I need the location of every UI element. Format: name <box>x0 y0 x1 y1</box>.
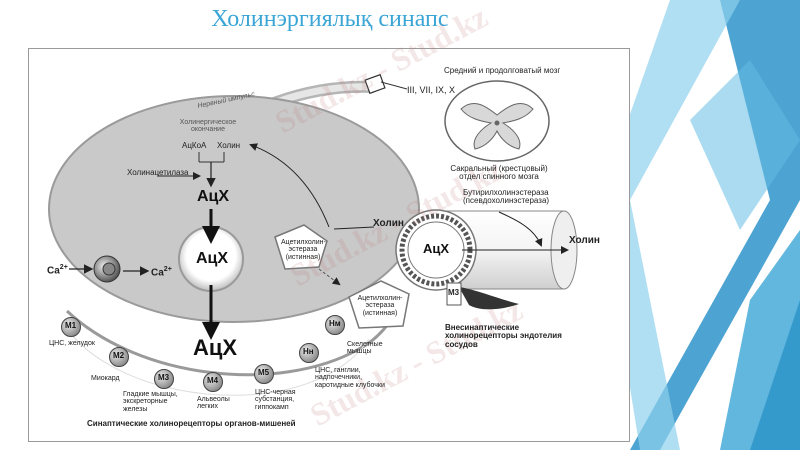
cholinergic-ending-label: Холинергическое окончание <box>179 119 237 134</box>
receptor-m2-desc: Миокард <box>91 375 120 382</box>
synapse-diagram: Stud.kz - Stud.kz Stud.kz - Stud.kz Stud… <box>28 0 630 442</box>
slide-title: Холинэргиялық синапс <box>211 6 449 32</box>
ach-label-1: АцХ <box>197 188 230 205</box>
ache-true-label-2: Ацетилхолин-эстераза (истинная) <box>357 295 403 317</box>
blood-vessel <box>395 209 578 291</box>
butyryl-label: Бутирилхолинэстераза (псевдохолинэстераз… <box>463 188 550 206</box>
choline-acetylase-label: Холинацетилаза <box>127 168 189 177</box>
receptor-m1-desc: ЦНС, желудок <box>49 340 95 347</box>
receptor-nn-desc: ЦНС, ганглии, надпочечники, каротидные к… <box>315 367 385 389</box>
receptor-m5: M5 <box>254 364 274 384</box>
choline-mid-label: Холин <box>373 218 404 229</box>
receptor-m4: M4 <box>203 372 223 392</box>
ach-vesicle-label: АцХ <box>196 250 229 267</box>
receptor-m3-desc: Гладкие мышцы, экскреторные железы <box>123 391 178 413</box>
receptor-nn: Нн <box>299 343 319 363</box>
ach-vessel-label: АцХ <box>423 241 450 256</box>
presynaptic-terminal <box>48 95 420 323</box>
decorative-panel <box>600 0 800 450</box>
diagram-caption: Синаптические холинорецепторы органов-ми… <box>87 419 296 428</box>
diagram-drawing <box>48 73 578 396</box>
sacral-label: Сакральный (крестцовый) отдел спинного м… <box>450 164 548 182</box>
ca-out-label: Ca2+ <box>47 264 68 277</box>
receptor-m3: M3 <box>154 369 174 389</box>
receptor-m1: M1 <box>61 317 81 337</box>
receptor-m4-desc: Альвеолы легких <box>197 396 230 411</box>
m3-vessel-label: M3 <box>448 288 460 297</box>
ca-in-label: Ca2+ <box>151 266 172 279</box>
ach-released-label: АцХ <box>193 335 238 360</box>
m3-receptor-vessel <box>459 287 519 310</box>
ache-true-label-1: Ацетилхолин-эстераза (истинная) <box>281 239 326 261</box>
cranial-nerves-label: III, VII, IX, X <box>407 85 456 95</box>
ache-enzyme-2 <box>348 280 410 329</box>
extrasynaptic-label: Внесинаптические холинорецепторы эндотел… <box>445 323 562 349</box>
receptor-nm: Нм <box>325 315 345 335</box>
receptor-nm-desc: Скелетные мышцы <box>347 341 383 356</box>
choline-top-label: Холин <box>217 141 241 150</box>
acetyl-coa-label: АцКоА <box>182 141 207 150</box>
brainstem-label: Средний и продолговатый мозг <box>444 66 561 75</box>
ache-enzyme-1 <box>274 224 328 270</box>
receptor-m5-desc: ЦНС-черная субстанция, гиппокамп <box>255 389 296 411</box>
receptor-m2: M2 <box>109 347 129 367</box>
choline-vessel-label: Холин <box>569 235 600 246</box>
